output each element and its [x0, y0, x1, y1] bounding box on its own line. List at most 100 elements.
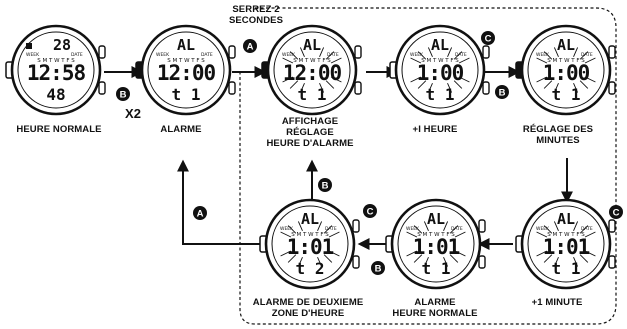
- flash-ray: [453, 80, 463, 89]
- side-button: [98, 81, 106, 95]
- flash-ray: [573, 47, 579, 58]
- bottom-display: t 1: [552, 85, 581, 104]
- button-b-badge: B: [371, 261, 385, 275]
- badge-letter: B: [120, 90, 127, 101]
- flash-ray: [323, 225, 333, 234]
- watch-bezel: [140, 24, 232, 116]
- alarm-indicator-text: AL: [177, 36, 195, 54]
- setting-mode-boundary: [239, 7, 617, 325]
- label-w5-line-2: MINUTES: [536, 135, 580, 146]
- side-button: [354, 81, 362, 95]
- flash-ray: [330, 76, 342, 83]
- time-display: 1:00: [543, 61, 590, 85]
- bottom-display: 48: [46, 85, 65, 104]
- flash-ray: [447, 47, 453, 58]
- label-w1: HEURE NORMALE: [16, 124, 102, 135]
- flash-ray: [317, 256, 323, 267]
- weekday-row: S M T W T F S: [417, 232, 455, 238]
- alarm-indicator-text: AL: [431, 36, 449, 54]
- flash-indicator: [282, 47, 342, 93]
- alarm-indicator-text: AL: [427, 210, 445, 228]
- button-c-badge: C: [363, 204, 377, 218]
- side-button: [482, 45, 490, 59]
- flash-ray: [328, 231, 340, 238]
- flash-ray: [406, 231, 418, 238]
- side-button: [608, 45, 616, 59]
- badge-letter: A: [247, 42, 254, 53]
- time-display: 1:00: [417, 61, 464, 85]
- label-w3-line-1: AFFICHAGE: [281, 116, 339, 127]
- flash-ray: [299, 47, 305, 58]
- date-tag: DATE: [327, 52, 339, 58]
- time-display: 1:01: [287, 235, 334, 259]
- label-w2: ALARME: [160, 124, 202, 135]
- week-tag: WEEK: [156, 52, 170, 58]
- date-tag: DATE: [581, 226, 593, 232]
- flash-ray: [282, 76, 294, 83]
- flash-ray: [289, 51, 299, 60]
- week-tag: WEEK: [26, 52, 40, 58]
- flash-indicator: [536, 47, 596, 93]
- flash-ray: [453, 51, 463, 60]
- label-w7-line-1: ALARME: [414, 297, 456, 308]
- label-w3-line-2: RÉGLAGE: [286, 127, 334, 138]
- time-display: 12:00: [157, 61, 216, 85]
- flash-ray: [553, 82, 559, 93]
- flash-ray: [330, 57, 342, 64]
- flash-ray: [536, 250, 548, 257]
- alarm-indicator-text: AL: [557, 36, 575, 54]
- watch-inner-ring: [397, 205, 475, 283]
- watch-inner-ring: [271, 205, 349, 283]
- weekday-row: S M T W T F S: [421, 58, 459, 64]
- button-b-badge: B: [495, 85, 509, 99]
- flash-ray: [410, 57, 422, 64]
- flow-arrows: [104, 66, 573, 250]
- badge-circle: [371, 261, 385, 275]
- flash-ray: [536, 231, 548, 238]
- flash-ray: [543, 51, 553, 60]
- weekday-row: S M T W T F S: [37, 58, 75, 64]
- side-button: [608, 81, 616, 95]
- side-button: [608, 255, 616, 269]
- flash-ray: [443, 256, 449, 267]
- time-display: 1:01: [543, 235, 590, 259]
- date-tag: DATE: [455, 52, 467, 58]
- badge-circle: [193, 206, 207, 220]
- flash-ray: [458, 76, 470, 83]
- flash-ray: [458, 57, 470, 64]
- badge-circle: [318, 178, 332, 192]
- flash-ray: [579, 225, 589, 234]
- side-button: [352, 255, 360, 269]
- top-note-line-2: SECONDES: [228, 15, 284, 26]
- flash-ray: [454, 250, 466, 257]
- badge-circle: [363, 204, 377, 218]
- flash-ray: [536, 76, 548, 83]
- time-display: 1:01: [413, 235, 460, 259]
- flash-ray: [543, 225, 553, 234]
- flash-ray: [449, 225, 459, 234]
- label-w8-line-2: ZONE D'HEURE: [271, 308, 345, 319]
- alarm-indicator-text: AL: [303, 36, 321, 54]
- flash-ray: [573, 221, 579, 232]
- flash-ray: [323, 254, 333, 263]
- flash-ray: [280, 250, 292, 257]
- weekday-row: S M T W T F S: [547, 232, 585, 238]
- watch-bezel: [520, 198, 612, 290]
- button-a-badge: A: [243, 39, 257, 53]
- flash-ray: [417, 80, 427, 89]
- flash-ray: [287, 254, 297, 263]
- flash-indicator: [536, 221, 596, 267]
- flash-ray: [536, 57, 548, 64]
- flash-ray: [553, 47, 559, 58]
- flash-ray: [573, 82, 579, 93]
- flash-ray: [297, 221, 303, 232]
- watch-inner-ring: [527, 205, 605, 283]
- badge-circle: [116, 87, 130, 101]
- top-note-line-1: SERREZ 2: [232, 4, 280, 15]
- flash-ray: [584, 231, 596, 238]
- flash-ray: [297, 256, 303, 267]
- week-tag: WEEK: [282, 52, 296, 58]
